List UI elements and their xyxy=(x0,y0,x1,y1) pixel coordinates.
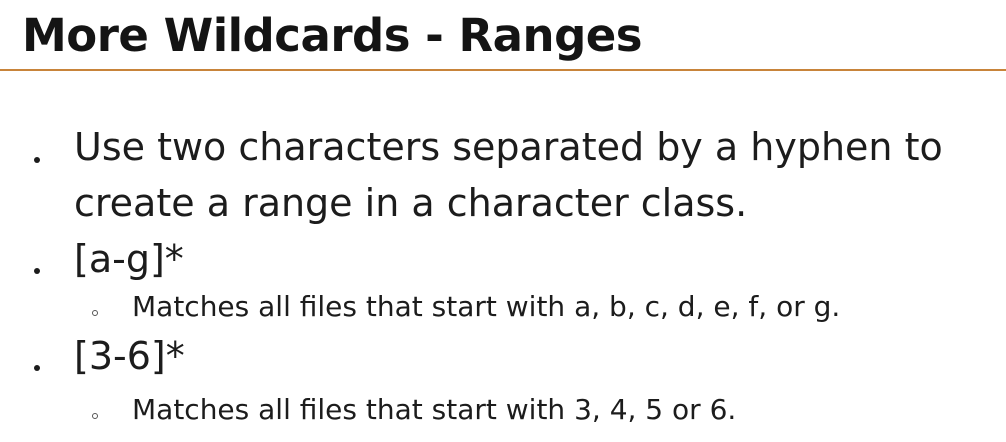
bullet-dot-icon xyxy=(34,157,40,163)
bullet-2-sub-text: Matches all files that start with a, b, … xyxy=(132,290,841,323)
bullet-1-line-1: Use two characters separated by a hyphen… xyxy=(74,125,943,169)
slide-title: More Wildcards - Ranges xyxy=(22,9,643,62)
bullet-1-line-2: create a range in a character class. xyxy=(74,181,748,225)
title-divider xyxy=(0,69,1006,71)
sub-bullet-circle-icon xyxy=(92,413,98,419)
bullet-dot-icon xyxy=(34,268,40,274)
bullet-3-sub-text: Matches all files that start with 3, 4, … xyxy=(132,393,737,426)
sub-bullet-circle-icon xyxy=(92,310,98,316)
bullet-dot-icon xyxy=(34,365,40,371)
bullet-2-text: [a-g]* xyxy=(74,237,184,281)
bullet-3-text: [3-6]* xyxy=(74,334,185,378)
